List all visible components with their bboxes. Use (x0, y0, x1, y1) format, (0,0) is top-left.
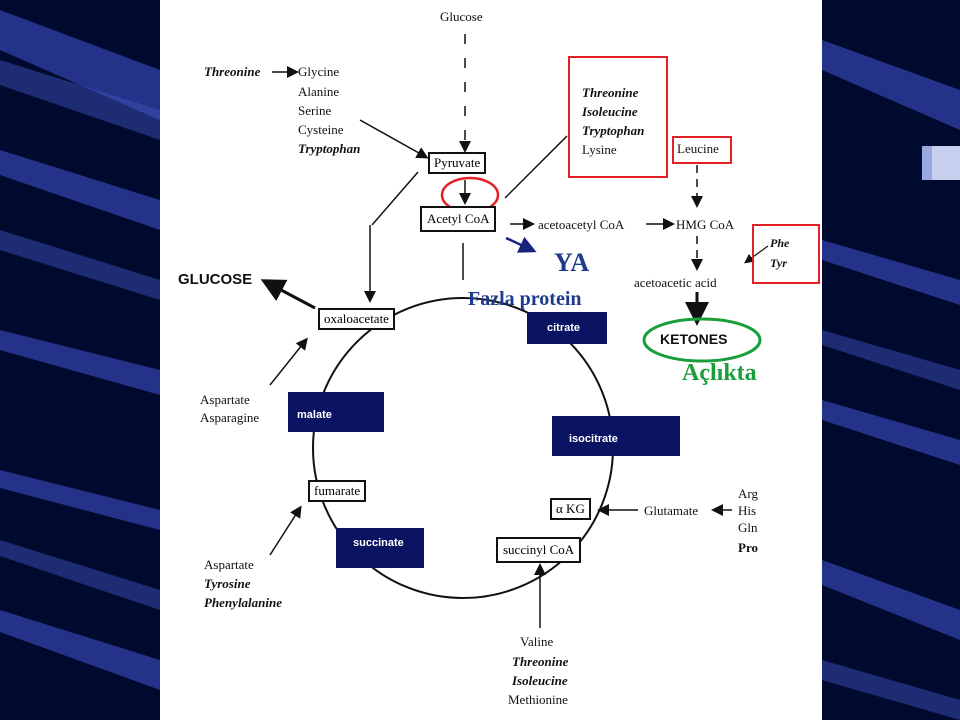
bottom-threonine-label: Threonine (512, 654, 569, 669)
red-amino-acid-box (568, 56, 668, 178)
tyrosine-label: Tyrosine (204, 576, 251, 591)
right-background (822, 0, 960, 720)
cysteine-label: Cysteine (298, 122, 344, 137)
glycine-label: Glycine (298, 64, 340, 79)
serine-label: Serine (298, 103, 332, 118)
phe-tyr-red-frame (752, 224, 820, 284)
gln-label: Gln (738, 520, 758, 535)
pyruvate-box: Pyruvate (428, 152, 487, 174)
red-tryptophan-label: Tryptophan (582, 123, 645, 138)
left-background (0, 0, 160, 720)
red-isoleucine-label: Isoleucine (582, 104, 638, 119)
malate-label-box: malate (288, 392, 384, 432)
aclikta-label: Açlıkta (682, 360, 757, 386)
his-label: His (738, 503, 757, 518)
phenylalanine-label: Phenylalanine (204, 595, 283, 610)
tryptophan-label: Tryptophan (298, 141, 361, 156)
malate-label: malate (297, 409, 332, 421)
aspartate-label-1: Aspartate (200, 392, 250, 407)
diagram-canvas: Glucose Threonine Glycine Alanine Serine… (160, 0, 822, 720)
acetyl-coa-box: Acetyl CoA (420, 206, 497, 232)
acetoacetic-acid-label: acetoacetic acid (634, 275, 717, 290)
alanine-label: Alanine (298, 84, 340, 99)
isocitrate-label-box: isocitrate (552, 416, 680, 456)
methionine-label: Methionine (508, 692, 568, 707)
right-stripes (822, 40, 960, 720)
hmg-coa-label: HMG CoA (676, 217, 735, 232)
glutamate-label: Glutamate (644, 503, 699, 518)
glucose-output-label: GLUCOSE (178, 271, 253, 288)
threonine-label: Threonine (204, 64, 261, 79)
citrate-label-box: citrate (527, 312, 607, 344)
succinate-label-box: succinate (336, 528, 424, 568)
citrate-label: citrate (547, 322, 581, 334)
fazla-protein-label: Fazla protein (468, 288, 582, 310)
bottom-isoleucine-label: Isoleucine (512, 673, 568, 688)
fumarate-box: fumarate (308, 480, 367, 502)
red-lysine-label: Lysine (582, 142, 617, 157)
acetoacetyl-coa-label: acetoacetyl CoA (538, 217, 625, 232)
alpha-kg-box: α KG (550, 498, 591, 520)
glucose-top-label: Glucose (440, 9, 483, 24)
isocitrate-label: isocitrate (569, 433, 618, 445)
left-stripes (0, 10, 160, 690)
pro-label: Pro (738, 540, 758, 555)
ya-label: YA (554, 248, 590, 277)
tyr-label: Tyr (770, 256, 787, 270)
leucine-red-frame (672, 136, 732, 164)
phe-label: Phe (770, 236, 790, 250)
ketones-label: KETONES (660, 331, 728, 347)
asparagine-label: Asparagine (200, 410, 260, 425)
valine-label: Valine (520, 634, 554, 649)
arg-label: Arg (738, 486, 758, 501)
leucine-label: Leucine (677, 141, 719, 156)
succinate-label: succinate (353, 537, 404, 549)
succinyl-coa-box: succinyl CoA (496, 537, 582, 563)
aspartate-label-2: Aspartate (204, 557, 254, 572)
oxaloacetate-box: oxaloacetate (318, 308, 395, 330)
ketones-green-ellipse (642, 317, 762, 363)
red-threonine-label: Threonine (582, 85, 639, 100)
